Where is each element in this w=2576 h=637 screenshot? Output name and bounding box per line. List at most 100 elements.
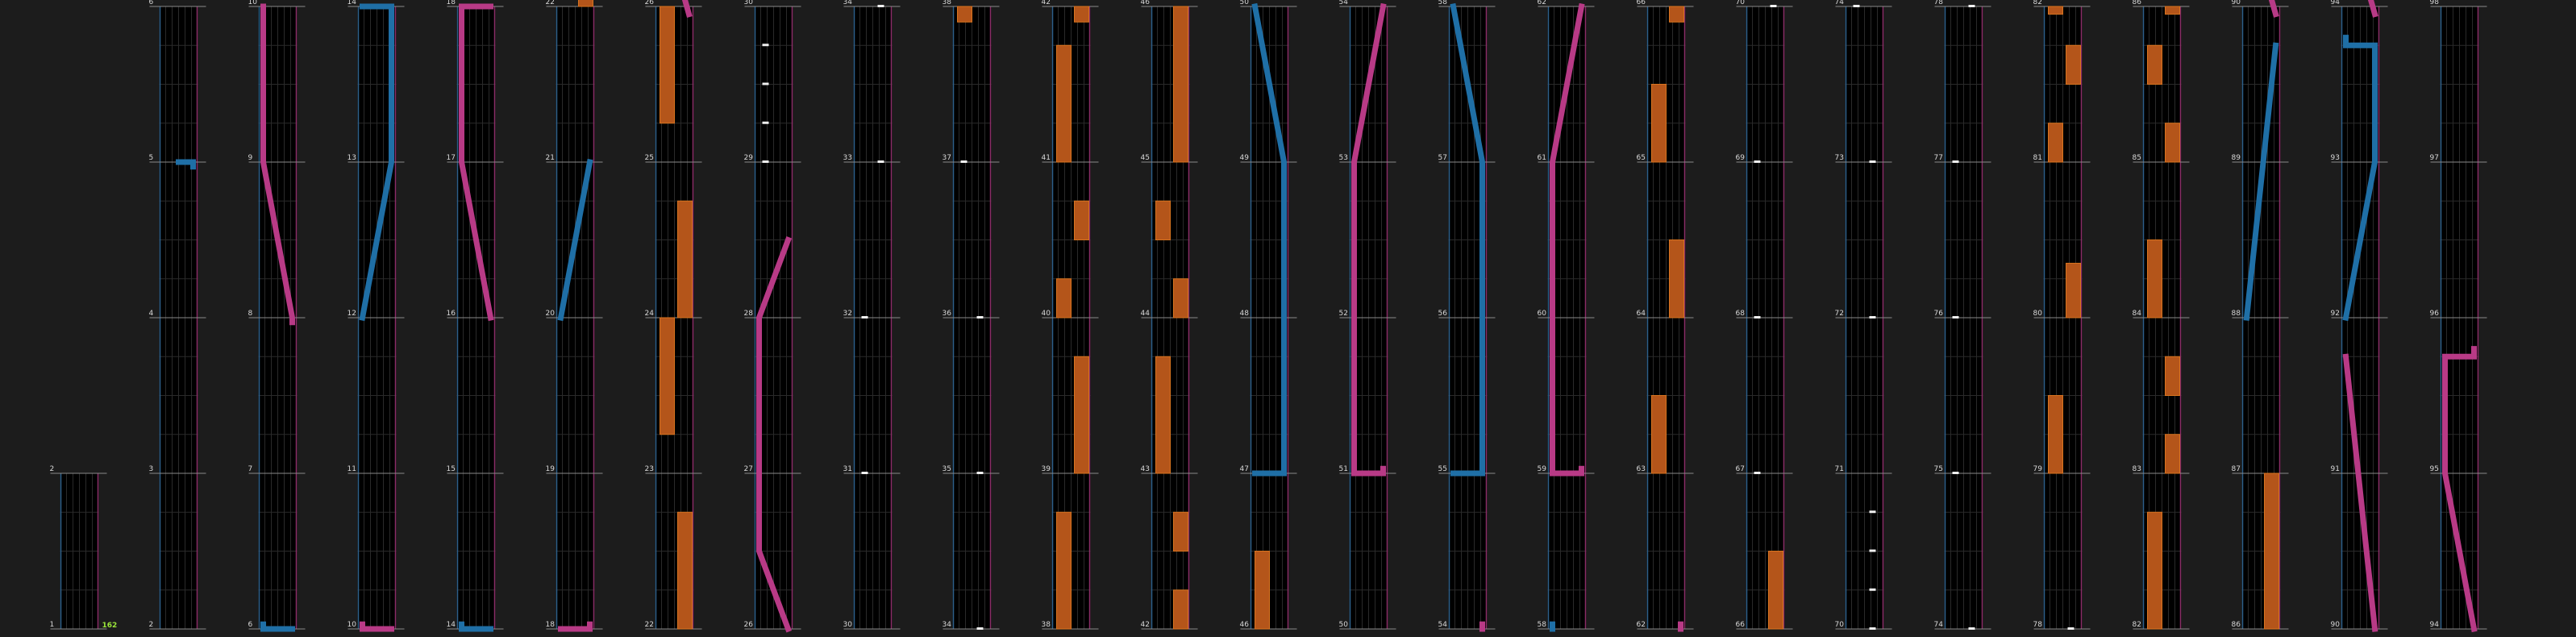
beat-column[interactable] [2232,0,2289,630]
tap-note[interactable] [1869,510,1876,514]
hold-note[interactable] [2066,262,2081,318]
beat-column[interactable] [1637,6,1694,632]
beat-column[interactable] [744,6,801,633]
hold-note[interactable] [1074,6,1089,23]
tap-note[interactable] [1869,549,1876,552]
beat-column[interactable] [347,3,405,632]
slide-note-pink[interactable] [459,3,494,322]
hold-note[interactable] [1255,551,1270,630]
tap-note[interactable] [1968,627,1975,630]
hold-note[interactable] [1074,356,1089,474]
beat-column[interactable] [2033,6,2091,630]
slide-note-blue[interactable] [1251,2,1287,477]
hold-note[interactable] [1173,511,1188,552]
tap-note[interactable] [1853,5,1860,7]
beat-column[interactable] [1240,2,1297,630]
tap-note[interactable] [1770,5,1777,7]
tap-note[interactable] [976,316,984,318]
tap-note[interactable] [762,44,769,47]
slide-note-pink[interactable] [2442,346,2478,633]
hold-note[interactable] [1669,239,1684,318]
hold-note[interactable] [1173,589,1188,630]
hold-note[interactable] [1173,6,1188,163]
slide-note-blue[interactable] [176,159,196,170]
beat-column[interactable] [943,6,1000,630]
slide-note-blue[interactable] [359,3,394,322]
tap-note[interactable] [1952,472,1959,474]
slide-note-pink[interactable] [2342,353,2378,632]
beat-column[interactable] [2133,6,2190,630]
beat-column[interactable] [1835,5,1892,630]
tap-note[interactable] [762,121,769,124]
hold-note[interactable] [1651,84,1667,163]
hold-note[interactable] [1074,200,1089,240]
hold-note[interactable] [1173,278,1188,318]
tap-note[interactable] [960,160,968,163]
hold-note[interactable] [2048,395,2063,474]
beat-column[interactable] [50,473,107,630]
tap-note[interactable] [762,160,769,163]
slide-note-pink[interactable] [2367,0,2378,18]
beat-column[interactable] [2331,0,2388,632]
hold-note[interactable] [2147,239,2162,318]
slide-note-pink[interactable] [558,621,593,632]
slide-note-pink[interactable] [1351,2,1387,477]
slide-note-pink[interactable] [2268,0,2279,18]
tap-note[interactable] [976,472,984,474]
hold-note[interactable] [1651,395,1667,474]
hold-note[interactable] [2048,6,2063,15]
hold-note[interactable] [2048,123,2063,163]
tap-note[interactable] [1952,316,1959,318]
hold-note[interactable] [1056,44,1072,163]
slide-note-blue[interactable] [2243,42,2279,321]
hold-note[interactable] [2264,473,2279,630]
slide-note-pink[interactable] [260,3,295,326]
tap-note[interactable] [1754,472,1761,474]
tap-note[interactable] [762,82,769,85]
slide-note-pink[interactable] [681,0,693,19]
hold-note[interactable] [677,511,693,630]
tap-note[interactable] [877,160,884,163]
hold-note[interactable] [2147,44,2162,85]
hold-note[interactable] [2165,123,2180,163]
slide-note-pink[interactable] [360,621,394,632]
hold-note[interactable] [957,6,972,23]
hold-note[interactable] [2165,6,2180,15]
hold-note[interactable] [1056,278,1072,318]
slide-note-blue[interactable] [1450,2,1485,477]
beat-column[interactable] [843,5,901,630]
tap-note[interactable] [1869,588,1876,591]
hold-note[interactable] [1768,551,1783,630]
hold-note[interactable] [1056,511,1072,630]
hold-note[interactable] [2165,434,2180,474]
tap-note[interactable] [1869,627,1876,630]
beat-column[interactable] [1538,2,1595,632]
tap-note[interactable] [861,316,868,318]
tap-note[interactable] [1754,160,1761,163]
tap-note[interactable] [861,472,868,474]
slide-note-blue[interactable] [2342,35,2378,322]
hold-note[interactable] [677,200,693,318]
hold-note[interactable] [578,0,593,7]
slide-note-pink[interactable] [1550,2,1585,477]
hold-note[interactable] [660,6,675,124]
beat-column[interactable] [645,0,702,630]
hold-note[interactable] [2165,356,2180,396]
beat-column[interactable] [2430,6,2487,633]
beat-column[interactable] [546,0,603,632]
tap-note[interactable] [1952,160,1959,163]
beat-column[interactable] [248,3,306,632]
hold-note[interactable] [1155,200,1171,240]
tap-note[interactable] [2067,627,2075,630]
slide-note-blue[interactable] [557,158,593,322]
tap-note[interactable] [1869,316,1876,318]
beat-column[interactable] [149,6,206,630]
tap-note[interactable] [1968,5,1975,7]
hold-note[interactable] [1155,356,1171,474]
beat-column[interactable] [1339,2,1396,630]
slide-note-blue[interactable] [260,621,295,632]
beat-column[interactable] [1934,5,1991,630]
hold-note[interactable] [660,317,675,435]
